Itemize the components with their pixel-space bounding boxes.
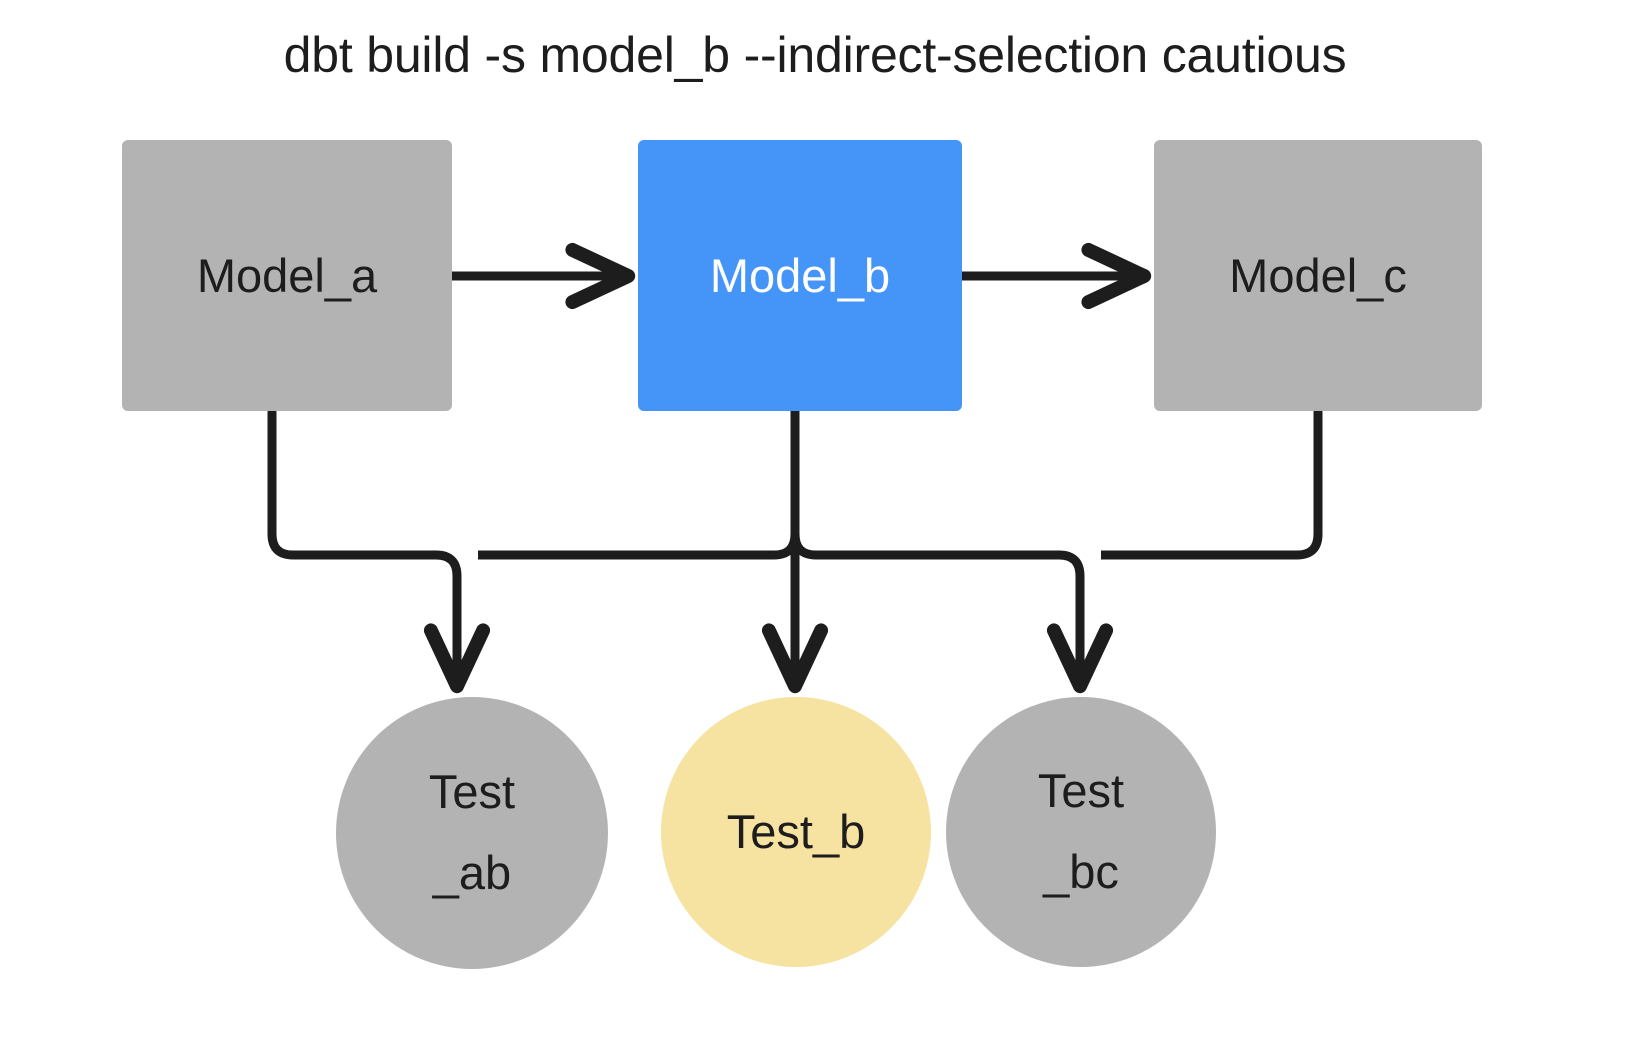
node-model-c[interactable]: Model_c <box>1154 140 1482 411</box>
node-test-b[interactable]: Test_b <box>661 697 931 967</box>
diagram-title: dbt build -s model_b --indirect-selectio… <box>283 27 1347 83</box>
edge-model-b-to-test-ab <box>478 533 800 560</box>
edge-model-a-to-test-ab <box>267 411 491 694</box>
node-test-bc-label-line2: _bc <box>1043 845 1119 898</box>
node-test-ab-label-line2: _ab <box>432 846 512 899</box>
node-test-bc[interactable]: Test _bc <box>946 697 1216 967</box>
edge-model-c-to-test-bc <box>1101 411 1323 560</box>
node-test-b-label: Test_b <box>726 804 866 858</box>
node-test-ab-label-line1: Test <box>428 765 516 819</box>
node-test-bc-label-line1: Test <box>1037 764 1125 818</box>
node-model-b[interactable]: Model_b <box>638 140 962 411</box>
node-model-a-label: Model_a <box>196 248 378 302</box>
node-model-a[interactable]: Model_a <box>122 140 452 411</box>
node-model-c-label: Model_c <box>1229 248 1407 302</box>
node-model-b-label: Model_b <box>709 248 891 302</box>
node-test-ab[interactable]: Test _ab <box>336 697 608 969</box>
edge-model-b-to-test-bc <box>790 533 1114 694</box>
